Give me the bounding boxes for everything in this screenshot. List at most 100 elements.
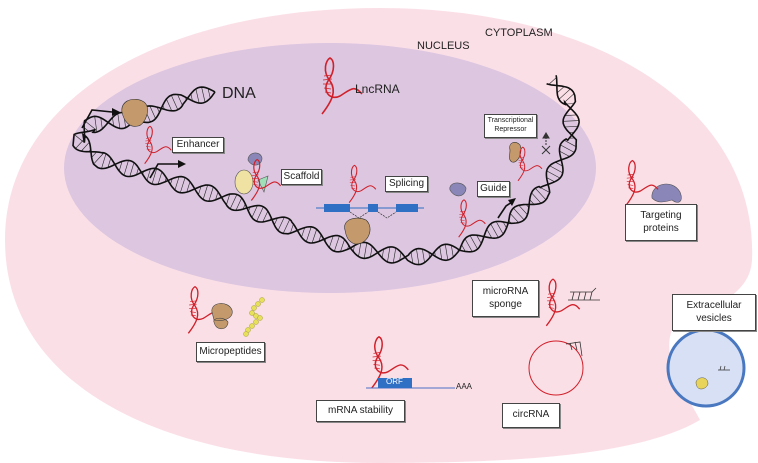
dna-base-pair	[546, 177, 555, 183]
dna-base-pair	[229, 194, 238, 209]
dna-base-pair	[555, 161, 563, 167]
vesicles-line2: vesicles	[696, 312, 732, 324]
promoter-arrow	[149, 163, 178, 179]
dna-base-pair	[370, 246, 373, 257]
arrow-head-icon	[508, 198, 516, 206]
dna-base-pair	[563, 120, 580, 122]
cytoplasm-label: CYTOPLASM	[485, 27, 553, 39]
dna-base-pair	[262, 210, 269, 222]
amino-acid-bead	[257, 315, 263, 321]
exon	[396, 204, 418, 212]
sponge-line1: microRNA	[482, 286, 529, 297]
dna-base-pair	[107, 158, 112, 168]
circrna-box: circRNA	[502, 403, 560, 428]
dna-base-pair	[101, 153, 107, 169]
dna-base-pair	[540, 187, 550, 193]
dna-base-pair	[564, 139, 577, 147]
circrna-icon	[528, 340, 584, 396]
dna-base-pair	[558, 88, 571, 100]
dna-base-pair	[136, 167, 139, 175]
vesicles-line1: Extracellular	[686, 300, 742, 311]
protein-blob	[344, 217, 371, 245]
amino-acid-bead	[243, 331, 249, 337]
dna-base-pair	[157, 171, 163, 185]
polya-label: AAA	[456, 382, 473, 391]
dna-base-pair	[399, 252, 402, 261]
extracellular-vesicle	[666, 328, 746, 408]
dna-base-pair	[118, 161, 123, 172]
dna-base-pair	[151, 168, 157, 185]
dna-base-pair	[509, 213, 519, 223]
dna-base-pair	[195, 88, 200, 104]
dna-base-pair	[215, 191, 219, 200]
dna-base-pair	[226, 193, 231, 205]
targeting-proteins-box: Targeting proteins	[625, 204, 697, 241]
promoter-arrow	[497, 201, 513, 219]
dna-base-pair	[451, 245, 454, 258]
dna-base-pair	[235, 197, 242, 211]
targeting-line1: Targeting	[640, 210, 682, 221]
exon	[368, 204, 378, 212]
dna-base-pair	[535, 187, 547, 201]
dna-base-pair	[301, 227, 306, 238]
lncrna-label: LncRNA	[355, 82, 400, 96]
dna-base-pair	[201, 87, 206, 103]
dna-base-pair	[81, 142, 90, 152]
amino-acid-bead	[259, 297, 265, 303]
dna-base-pair	[513, 207, 525, 221]
dna-base-pair	[112, 117, 114, 127]
dna-base-pair	[282, 219, 291, 234]
dna-base-pair	[100, 117, 103, 129]
dna-base-pair	[548, 77, 557, 85]
dna-base-pair	[123, 160, 129, 176]
splicing-box: Splicing	[385, 176, 428, 192]
dna-base-pair	[490, 223, 499, 238]
dna-base-pair	[94, 116, 98, 133]
dna-base-pair	[84, 120, 96, 130]
dna-base-pair	[177, 94, 183, 106]
scaffold-protein-green	[257, 175, 269, 193]
repressor-line2: Repressor	[494, 126, 527, 133]
dna-strand	[72, 83, 578, 264]
dna-base-pair	[358, 242, 362, 257]
dna-base-pair	[93, 153, 104, 165]
dna-base-pair	[363, 242, 368, 259]
extracellular-vesicles-box: Extracellular vesicles	[672, 294, 756, 331]
dna-base-pair	[416, 248, 420, 265]
ribosome-icon	[211, 303, 233, 330]
dna-base-pair	[518, 205, 528, 215]
microrna-sponge-box: microRNA sponge	[472, 280, 539, 317]
mrna-stability-box: mRNA stability	[316, 400, 405, 422]
dna-base-pair	[531, 192, 542, 204]
dna-base-pair	[476, 235, 482, 244]
protein-blob	[509, 141, 522, 163]
dna-base-pair	[464, 238, 473, 252]
dna-base-pair	[202, 184, 208, 200]
dna-base-pair	[149, 105, 156, 119]
dna-base-pair	[274, 217, 278, 225]
dna-base-pair	[91, 151, 97, 158]
dna-base-pair	[559, 150, 570, 157]
dna-base-pair	[422, 249, 425, 263]
dna-base-pair	[556, 86, 565, 94]
sponge-line2: sponge	[489, 298, 522, 310]
dna-base-pair	[529, 199, 535, 205]
orf-label: ORF	[386, 377, 403, 386]
amino-acid-bead	[251, 305, 257, 311]
dna-base-pair	[381, 249, 384, 258]
target-protein	[651, 183, 682, 203]
dna-base-pair	[166, 98, 173, 111]
dna-base-pair	[277, 217, 285, 231]
dna-base-pair	[392, 247, 397, 263]
promoter-arrow	[81, 109, 113, 129]
dna-base-pair	[198, 186, 202, 195]
dna-base-pair	[560, 144, 575, 153]
dna-base-pair	[495, 221, 504, 235]
dna-base-pair	[251, 205, 258, 218]
mirna-icon	[568, 287, 600, 301]
dna-base-pair	[190, 93, 193, 101]
dna-base-pair	[549, 165, 563, 174]
dna-base-pair	[290, 223, 294, 234]
dna-base-pair	[334, 235, 340, 252]
vesicle-mirna	[718, 365, 730, 371]
